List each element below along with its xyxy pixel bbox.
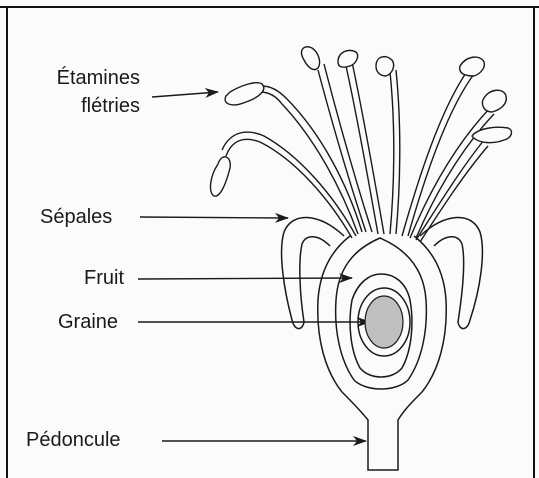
peduncle [342, 392, 422, 470]
arrow-sepals [140, 217, 288, 218]
arrow-stamens [152, 92, 218, 97]
stamens [211, 47, 512, 242]
arrow-fruit [138, 278, 352, 279]
leader-arrows [138, 92, 370, 441]
seed [358, 288, 410, 356]
